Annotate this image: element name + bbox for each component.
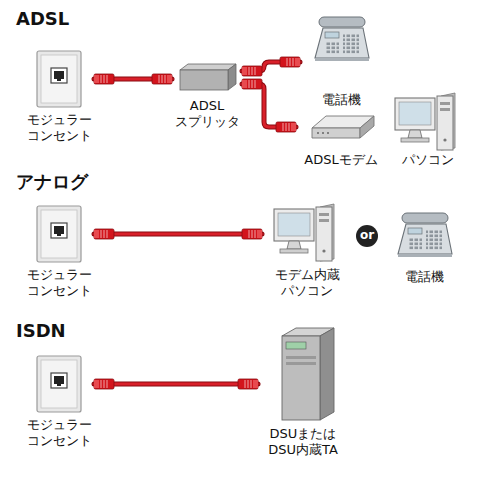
modular-cable — [94, 229, 262, 239]
device-label: モデム内蔵 パソコン — [262, 267, 352, 298]
device-label: 電話機 — [383, 269, 465, 285]
device-label: パソコン — [388, 152, 468, 168]
modem-computer: モデム内蔵 パソコン — [262, 201, 352, 300]
splitter-box — [180, 64, 236, 90]
device-label: モジュラー コンセント — [24, 112, 94, 143]
dsu-tower — [282, 328, 334, 420]
device-label: ADSL スプリッタ — [172, 98, 242, 129]
outlet: モジュラー コンセント — [24, 203, 94, 300]
adsl-modem — [312, 116, 374, 138]
modular-cable — [242, 57, 300, 76]
device-label: 電話機 — [300, 92, 382, 108]
section-title: アナログ — [16, 170, 88, 194]
outlet: モジュラー コンセント — [24, 48, 94, 145]
device-label: DSUまたは DSU内蔵TA — [258, 426, 348, 457]
modular-cable — [94, 74, 172, 84]
device-label: ADSLモデム — [296, 152, 386, 168]
modular-cable — [242, 79, 296, 132]
telephone: 電話機 — [383, 205, 465, 287]
outlet: モジュラー コンセント — [24, 353, 94, 450]
dsu-device: DSUまたは DSU内蔵TA — [258, 326, 348, 459]
section-title: ISDN — [16, 320, 66, 341]
or-badge: or — [356, 225, 378, 247]
device-label: モジュラー コンセント — [24, 267, 94, 298]
computer: パソコン — [388, 88, 468, 170]
section-title: ADSL — [16, 8, 69, 29]
device-label: モジュラー コンセント — [24, 417, 94, 448]
splitter: ADSL スプリッタ — [172, 60, 242, 131]
telephone: 電話機 — [300, 12, 382, 110]
modular-cable — [94, 379, 258, 389]
adsl-modem: ADSLモデム — [296, 112, 386, 170]
